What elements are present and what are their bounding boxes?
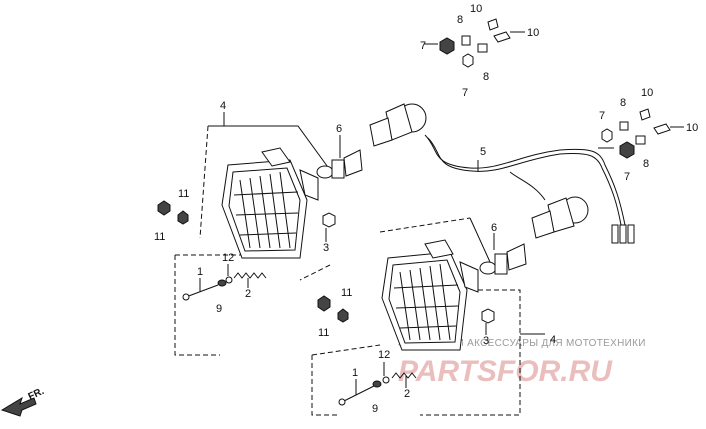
- callout-6: 6: [336, 123, 342, 135]
- callout-12: 12: [222, 252, 234, 264]
- callout-12: 12: [378, 349, 390, 361]
- callout-11: 11: [318, 327, 329, 339]
- callout-9: 9: [216, 303, 222, 315]
- callout-9: 9: [372, 403, 378, 415]
- callout-1: 1: [352, 367, 358, 379]
- callout-4: 4: [220, 100, 226, 112]
- right-bulb: [479, 243, 527, 275]
- left-nut-11b: [177, 210, 189, 225]
- callout-10: 10: [686, 122, 698, 134]
- callout-10: 10: [470, 3, 482, 15]
- left-aim-screw: [182, 272, 267, 301]
- right-grommet-3: [481, 308, 495, 324]
- callout-1: 1: [197, 266, 203, 278]
- left-grommet-3: [322, 212, 336, 228]
- sub-harness: [369, 103, 635, 244]
- left-nut-11c: [317, 295, 331, 312]
- callout-2: 2: [245, 288, 251, 300]
- callout-4: 4: [550, 334, 556, 346]
- callout-8: 8: [457, 14, 463, 26]
- callout-3: 3: [323, 242, 329, 254]
- left-headlight-group: [157, 125, 363, 356]
- callout-3: 3: [483, 335, 489, 347]
- right-headlight-lens: [381, 239, 479, 351]
- left-bulb: [316, 149, 363, 179]
- front-label: FR.: [27, 386, 46, 403]
- callout-2: 2: [404, 388, 410, 400]
- front-direction-arrow: FR.: [0, 386, 46, 417]
- callout-6: 6: [491, 222, 497, 234]
- right-aim-screw: [338, 372, 417, 406]
- callout-11: 11: [154, 231, 165, 243]
- leader-lines: [199, 31, 684, 395]
- watermark-tagline: ЗАПЧАСТИ И АКСЕССУАРЫ ДЛЯ МОТОТЕХНИКИ: [398, 338, 646, 349]
- watermark-brand: PARTSFOR.RU: [398, 355, 613, 388]
- callout-7: 7: [462, 87, 468, 99]
- callout-7: 7: [420, 40, 426, 52]
- callout-8: 8: [643, 158, 649, 170]
- left-nut-11a: [157, 200, 171, 216]
- callout-11: 11: [341, 287, 352, 299]
- callout-10: 10: [527, 27, 539, 39]
- right-headlight-group: [311, 217, 527, 416]
- callout-8: 8: [483, 71, 489, 83]
- callout-11: 11: [178, 188, 189, 200]
- callout-5: 5: [480, 146, 486, 158]
- left-headlight-lens: [221, 147, 319, 259]
- upper-hardware: [439, 18, 671, 159]
- callout-8: 8: [620, 97, 626, 109]
- callout-10: 10: [641, 87, 653, 99]
- callout-labels: 4 4 5 6 6 11 11 11 11 3 3 1 1 12 12 2 2 …: [154, 3, 698, 415]
- left-nut-11d: [337, 308, 349, 323]
- callout-7: 7: [624, 171, 630, 183]
- callout-7: 7: [599, 110, 605, 122]
